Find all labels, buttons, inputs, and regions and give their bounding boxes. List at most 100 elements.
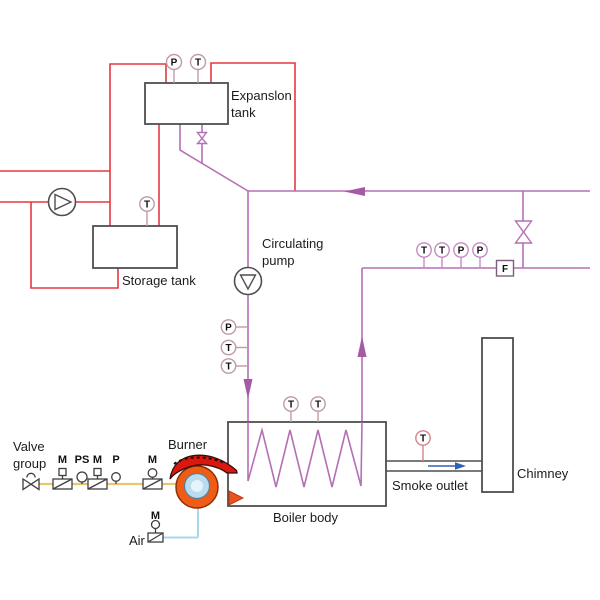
- valve-triangle-top: [196, 131, 208, 140]
- bubble: [416, 242, 432, 258]
- instrument-boiler-t1: T: [283, 396, 299, 422]
- actuator-box: [93, 467, 102, 477]
- burner-fan-eye-highlight: [191, 480, 203, 492]
- instrument-supply-t1: T: [220, 339, 248, 356]
- valve-triangle-right: [29, 477, 40, 491]
- gas-valve2-label: M: [93, 454, 102, 466]
- storage-tank-label: Storage tank: [122, 273, 196, 288]
- air-supply: [147, 506, 199, 543]
- letter: P: [225, 323, 232, 334]
- instrument-storage-t: T: [139, 196, 155, 226]
- circulating-pump-label-line2: pump: [262, 253, 295, 268]
- sensor-bulb: [111, 472, 121, 482]
- expansion-tank: [144, 82, 229, 125]
- instrument-boiler-t2: T: [310, 396, 326, 422]
- flow-meter-box: [495, 259, 515, 277]
- burner-flame: [228, 490, 245, 506]
- valve-group-label-line2: group: [13, 456, 46, 471]
- letter: T: [144, 200, 150, 211]
- return-line-valve: [514, 220, 533, 244]
- pump-impeller-icon: [54, 193, 73, 211]
- valve-triangle-bottom: [195, 137, 209, 145]
- letter: F: [502, 264, 508, 275]
- letter: T: [421, 246, 427, 257]
- actuator-motor: [147, 468, 158, 478]
- letter: T: [225, 362, 231, 373]
- boiler-body: [227, 421, 387, 507]
- instrument-return-t1: T: [416, 242, 432, 268]
- bubble: [220, 358, 237, 374]
- bubble: [165, 53, 183, 71]
- air-damper-label: M: [151, 510, 160, 522]
- gas-pressure-sensor: [111, 472, 121, 484]
- bubble: [139, 196, 155, 212]
- bubble: [310, 396, 326, 412]
- valve-group-label-line1: Valve: [13, 439, 45, 454]
- valve-diagonal: [142, 478, 163, 490]
- instrument-expansion-t: T: [189, 53, 207, 83]
- bubble: [283, 396, 299, 412]
- smoke-outlet-label: Smoke outlet: [392, 478, 468, 493]
- bubble: [453, 242, 469, 258]
- bubble: [220, 339, 237, 356]
- instrument-return-p2: P: [472, 242, 488, 268]
- gas-valve3-label: M: [148, 454, 157, 466]
- valve-handle-arc: [26, 472, 36, 478]
- manual-gas-valve: [22, 472, 40, 491]
- chimney-label: Chimney: [517, 466, 569, 481]
- valve-diagonal: [52, 478, 73, 490]
- gas-motor-valve-3: [142, 468, 163, 490]
- valve-triangle-left: [22, 477, 33, 491]
- pump-impeller-icon: [239, 274, 257, 291]
- gas-motor-valve-2: [87, 467, 108, 490]
- letter: P: [171, 58, 178, 69]
- bubble: [472, 242, 488, 258]
- gas-ps-label: PS: [75, 454, 90, 466]
- valve-diagonal: [87, 478, 108, 490]
- instrument-flow-meter: F: [495, 259, 515, 277]
- instrument-return-t2: T: [434, 242, 450, 268]
- gas-train: [22, 467, 180, 491]
- pipe-storage-bottom-loop: [30, 202, 119, 289]
- letter: T: [315, 400, 321, 411]
- boiler-coil-zigzag-overlay: [247, 421, 363, 488]
- instrument-return-p1: P: [453, 242, 469, 268]
- valve-triangle-bottom: [514, 230, 533, 244]
- letter: T: [195, 58, 201, 69]
- transfer-pump: [47, 187, 77, 217]
- gas-p-label: P: [112, 454, 119, 466]
- damper-diagonal: [147, 532, 164, 543]
- bubble: [220, 319, 237, 335]
- pump-body: [233, 266, 263, 296]
- boiler-body-label: Boiler body: [273, 510, 339, 525]
- flow-arrow-left: [344, 187, 365, 196]
- pipe-expansion-right-loop: [210, 62, 296, 191]
- gas-valve1-label: M: [58, 454, 67, 466]
- letter: T: [288, 400, 294, 411]
- burner: [169, 454, 245, 509]
- letter: T: [439, 246, 445, 257]
- instrument-supply-p: P: [220, 319, 248, 335]
- bubble: [415, 430, 431, 446]
- pipe-left-riser-to-expansion: [109, 63, 167, 226]
- magenta-pipes: [179, 92, 590, 488]
- smoke-flow-arrow-head: [455, 462, 466, 470]
- burner-label: Burner: [168, 437, 208, 452]
- expansion-tank-label-line2: tank: [231, 105, 256, 120]
- gas-motor-valve-1: [52, 467, 73, 490]
- instrument-smoke-t: T: [415, 430, 431, 461]
- sensor-bulb: [76, 471, 88, 483]
- letter: T: [225, 343, 231, 354]
- smoke-outlet-duct: [386, 460, 482, 472]
- letter: T: [420, 434, 426, 445]
- actuator-motor: [150, 519, 161, 530]
- actuator-box: [58, 467, 67, 477]
- expansion-tank-label-line1: Expanslon: [231, 88, 292, 103]
- chimney: [481, 337, 514, 493]
- circulating-pump: [233, 266, 263, 296]
- burner-cap: [169, 454, 238, 480]
- circulating-pump-label-line1: Circulating: [262, 236, 323, 251]
- gas-pressure-switch: [76, 471, 88, 484]
